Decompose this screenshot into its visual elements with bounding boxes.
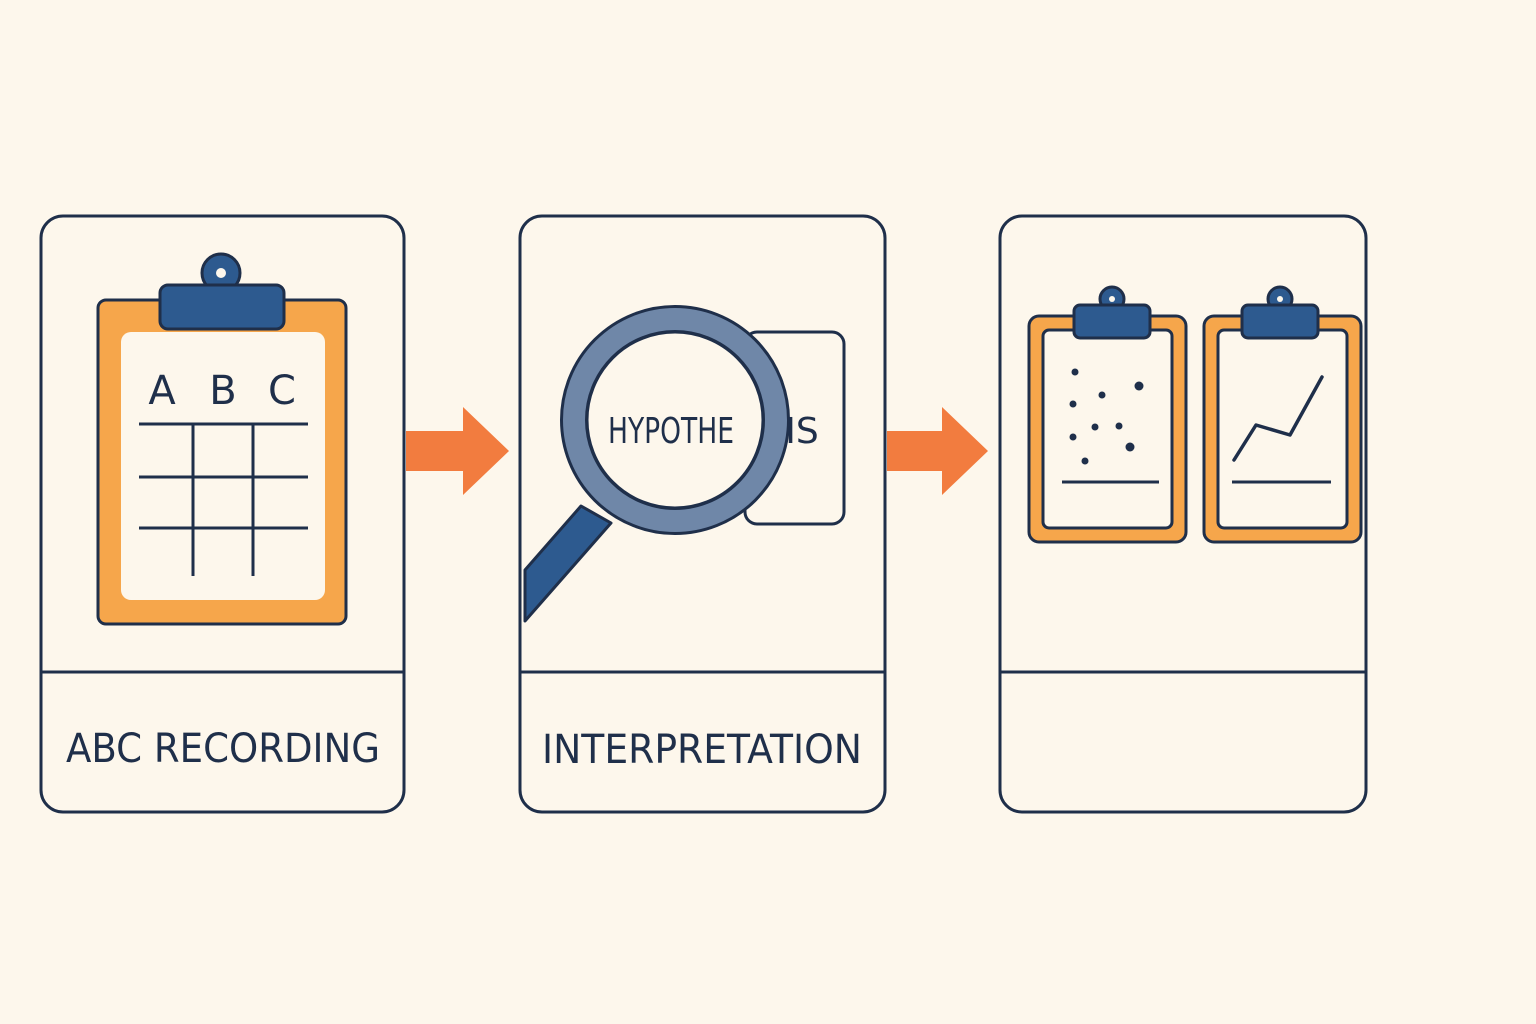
scatter-plot-clipboard-icon <box>1027 285 1188 544</box>
abc-table-grid <box>139 422 308 576</box>
arrow-right-icon <box>887 407 988 495</box>
step-label-interpretation: INTERPRETATION <box>542 727 862 773</box>
hypothesis-card-text: IS <box>785 411 818 452</box>
step-card-interpretation: IS HYPOTHE INTERPRETATION <box>518 214 887 814</box>
abc-column-headers: A B C <box>148 368 296 414</box>
line-chart-clipboard-icon <box>1202 285 1363 544</box>
step-card-results <box>998 214 1368 814</box>
column-header-b: B <box>209 368 236 414</box>
column-header-c: C <box>268 368 296 414</box>
step-label-abc-recording: ABC RECORDING <box>66 726 380 772</box>
magnifying-glass-icon: HYPOTHE <box>523 305 790 623</box>
clipboard-icon: A B C <box>96 252 348 626</box>
step-card-abc-recording: A B C ABC RECORDING <box>39 214 406 814</box>
arrow-right-icon <box>406 407 509 495</box>
column-header-a: A <box>148 368 176 414</box>
lens-text: HYPOTHE <box>608 411 734 452</box>
